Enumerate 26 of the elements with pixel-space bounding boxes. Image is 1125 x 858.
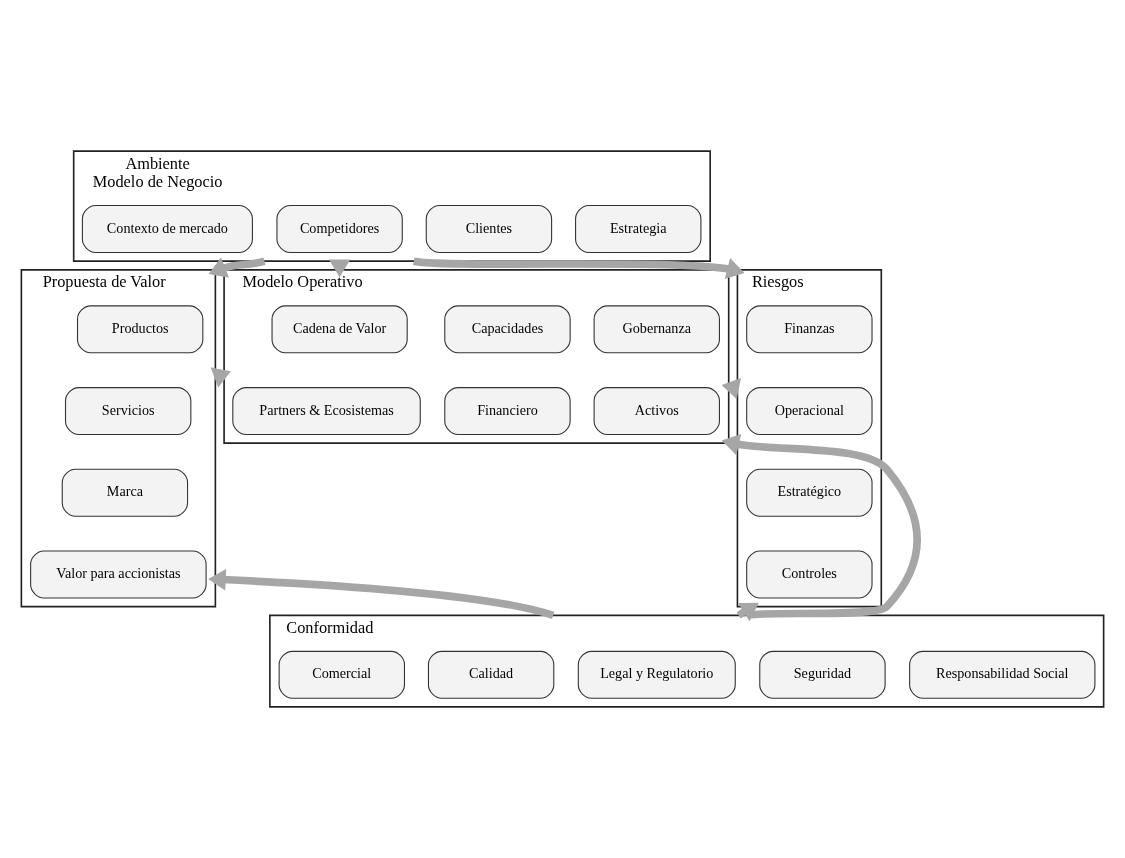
node-box: Marca [61,468,189,517]
node-box: Gobernanza [593,305,720,354]
node-box: Responsabilidad Social [909,650,1096,699]
arrow [210,367,231,388]
node-box: Financiero [444,387,571,435]
node-box: Contexto de mercado [81,205,253,253]
node-box: Controles [746,550,873,599]
arrow [208,568,555,620]
node-box: Capacidades [444,305,571,354]
node-box: Valor para accionistas [30,550,207,599]
arrow [208,257,266,278]
node-box: Cadena de Valor [271,305,408,354]
node-box: Finanzas [746,305,873,354]
node-box: Estrategia [575,205,702,253]
node-box: Servicios [64,387,192,435]
node-box: Comercial [278,650,405,699]
node-box: Seguridad [759,650,886,699]
node-box: Legal y Regulatorio [577,650,736,699]
node-box: Productos [76,305,204,354]
node-box: Operacional [746,387,873,435]
node-box: Partners & Ecosistemas [232,387,421,435]
node-box: Activos [593,387,720,435]
node-box: Competidores [276,205,403,253]
node-box: Calidad [427,650,555,699]
node-box: Estratégico [746,468,873,517]
node-box: Clientes [425,205,553,253]
